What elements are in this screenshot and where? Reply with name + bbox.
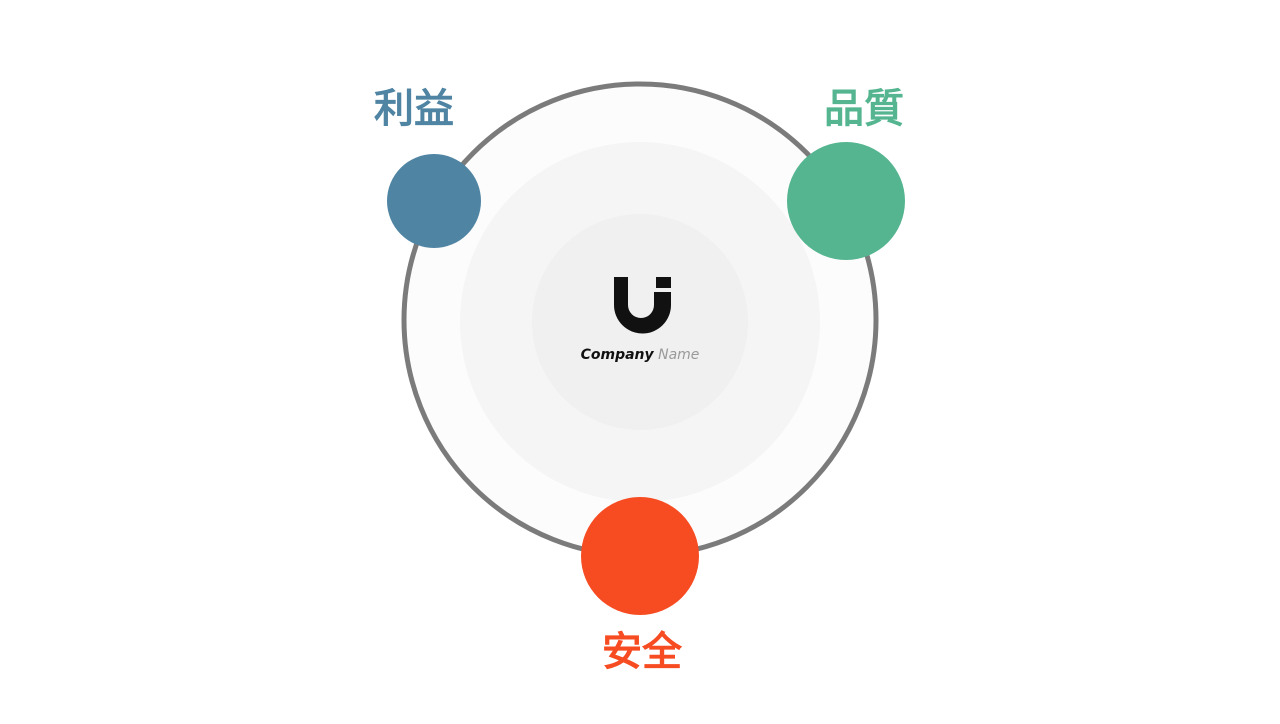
logo-dot xyxy=(656,277,671,288)
company-name-light: Name xyxy=(658,347,700,363)
quality-label: 品質 xyxy=(824,86,904,132)
profit-node xyxy=(387,154,481,248)
safety-label: 安全 xyxy=(602,629,682,675)
quality-node xyxy=(787,142,905,260)
profit-label: 利益 xyxy=(374,86,454,132)
logo-u-shape xyxy=(614,277,671,334)
company-name-bold: Company xyxy=(580,347,654,363)
u-shape-logo-icon xyxy=(614,277,671,334)
company-name: Company Name xyxy=(540,346,740,364)
safety-node xyxy=(581,497,699,615)
